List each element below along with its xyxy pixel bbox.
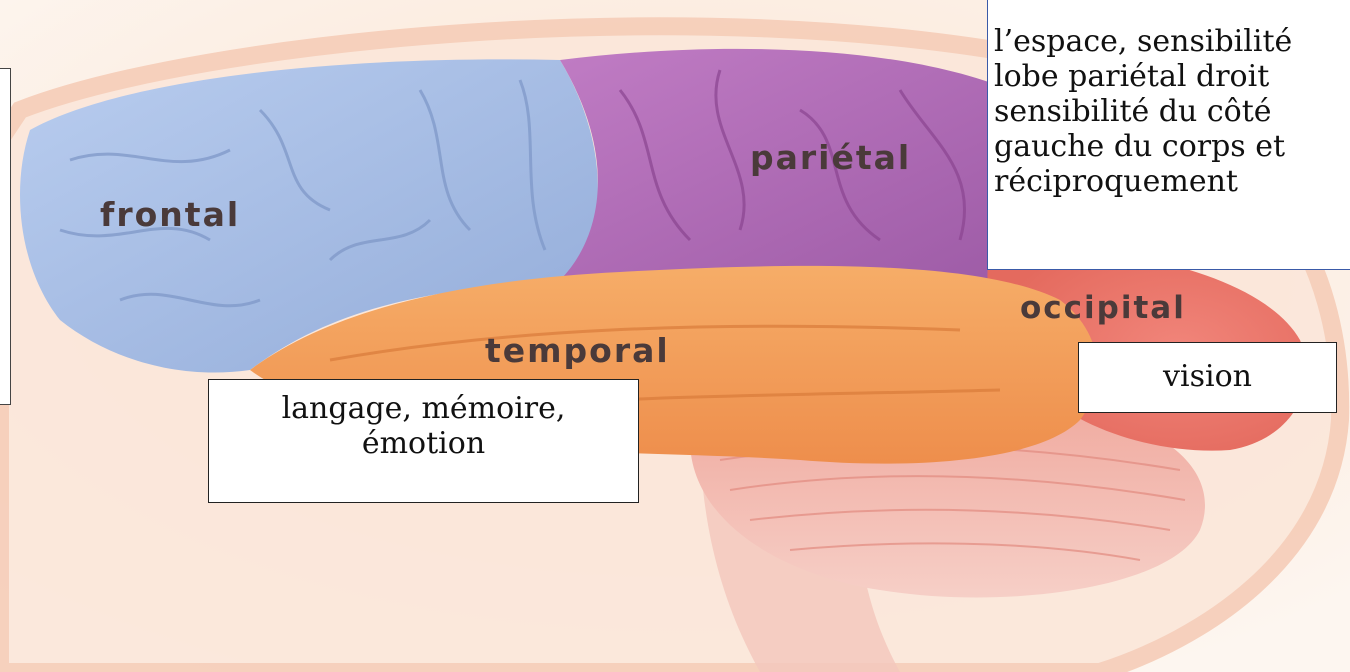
- label-occipital: occipital: [1020, 290, 1186, 326]
- parietal-note-line-5: réciproquement: [994, 164, 1350, 199]
- occipital-note-text: vision: [1163, 359, 1252, 394]
- parietal-note-line-4: gauche du corps et: [994, 129, 1350, 164]
- occipital-note-box: vision: [1078, 342, 1337, 413]
- parietal-note-box: l’espace, sensibilité lobe pariétal droi…: [987, 0, 1350, 270]
- parietal-note-line-2: lobe pariétal droit: [994, 59, 1350, 94]
- temporal-note-box: langage, mémoire, émotion: [208, 379, 639, 503]
- parietal-note-line-3: sensibilité du côté: [994, 94, 1350, 129]
- parietal-note-line-1: l’espace, sensibilité: [994, 24, 1350, 59]
- label-parietal: pariétal: [750, 138, 911, 177]
- temporal-note-line-2: émotion: [209, 426, 638, 461]
- parietal-note-line-0: [994, 0, 1350, 24]
- label-frontal: frontal: [100, 195, 240, 234]
- frontal-note-box: [0, 68, 11, 405]
- temporal-note-line-1: langage, mémoire,: [209, 391, 638, 426]
- label-temporal: temporal: [485, 331, 670, 370]
